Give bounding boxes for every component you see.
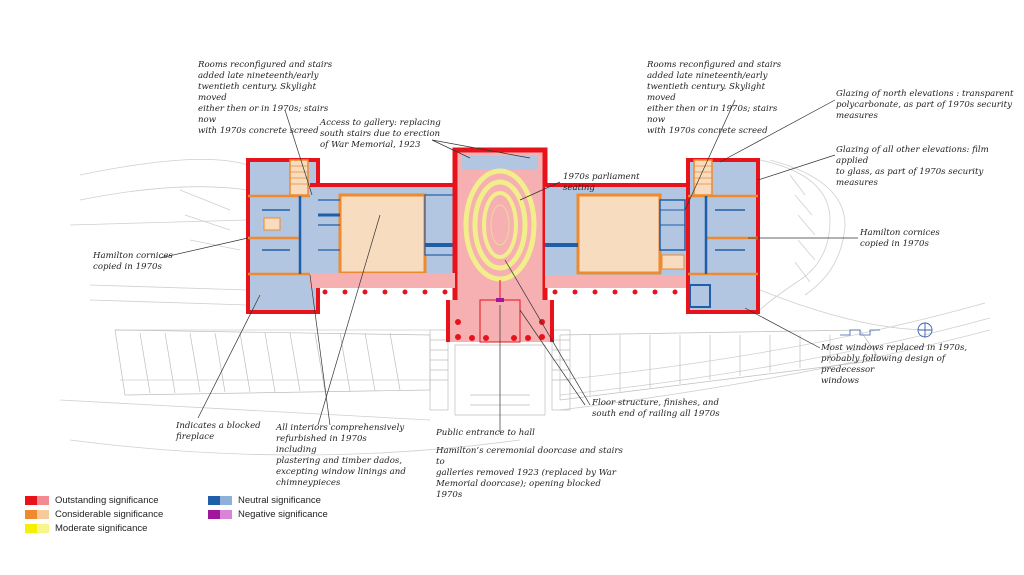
left-link bbox=[310, 183, 456, 275]
right-wing bbox=[686, 158, 760, 314]
legend-swatch-dark bbox=[25, 524, 37, 533]
left-wing bbox=[246, 158, 320, 314]
note-interiors: All interiors comprehensively refurbishe… bbox=[276, 423, 406, 488]
note-gallery: Access to gallery: replacing south stair… bbox=[320, 118, 441, 150]
legend-neutral: Neutral significance bbox=[208, 495, 321, 506]
column-bases bbox=[322, 289, 678, 295]
legend-swatch-dark bbox=[25, 510, 37, 519]
south-corridor bbox=[310, 273, 690, 295]
note-floor: Floor structure, finishes, and south end… bbox=[592, 398, 720, 419]
legend-label: Neutral significance bbox=[238, 495, 321, 506]
north-compass bbox=[917, 322, 933, 338]
legend-moderate: Moderate significance bbox=[25, 523, 147, 534]
legend-negative: Negative significance bbox=[208, 509, 328, 520]
note-hamilton-left: Hamilton cornices copied in 1970s bbox=[93, 251, 173, 272]
legend-considerable: Considerable significance bbox=[25, 509, 163, 520]
note-glazing-other: Glazing of all other elevations: film ap… bbox=[836, 145, 989, 188]
note-rooms-right: Rooms reconfigured and stairs added late… bbox=[647, 60, 782, 136]
note-fireplace: Indicates a blocked fireplace bbox=[176, 421, 261, 442]
negative-significance-block bbox=[496, 298, 504, 302]
legend-label: Moderate significance bbox=[55, 523, 148, 534]
legend-label: Outstanding significance bbox=[55, 495, 159, 506]
legend-swatch-dark bbox=[208, 496, 220, 505]
legend-swatch-light bbox=[37, 524, 49, 533]
note-hamilton-right: Hamilton cornices copied in 1970s bbox=[860, 228, 940, 249]
legend-outstanding: Outstanding significance bbox=[25, 495, 159, 506]
legend-swatch-light bbox=[220, 496, 232, 505]
site-context-lines bbox=[59, 158, 991, 456]
note-doorcase: Hamilton’s ceremonial doorcase and stair… bbox=[436, 446, 623, 500]
right-link bbox=[545, 183, 690, 275]
legend-swatch-light bbox=[220, 510, 232, 519]
note-glazing-north: Glazing of north elevations : transparen… bbox=[836, 89, 1014, 121]
legend-label: Negative significance bbox=[238, 509, 328, 520]
note-rooms-left: Rooms reconfigured and stairs added late… bbox=[198, 60, 333, 136]
note-windows: Most windows replaced in 1970s, probably… bbox=[821, 343, 968, 386]
legend-swatch-dark bbox=[208, 510, 220, 519]
note-seating: 1970s parliament seating bbox=[563, 172, 640, 193]
legend-swatch-light bbox=[37, 496, 49, 505]
central-hall bbox=[452, 147, 548, 308]
parliament-seating bbox=[463, 168, 537, 282]
legend-swatch-dark bbox=[25, 496, 37, 505]
front-steps bbox=[114, 329, 881, 416]
site-detail bbox=[840, 329, 880, 336]
note-public-entrance: Public entrance to hall bbox=[436, 428, 535, 438]
leader-lines bbox=[159, 99, 858, 432]
legend-swatch-light bbox=[37, 510, 49, 519]
legend-label: Considerable significance bbox=[55, 509, 164, 520]
